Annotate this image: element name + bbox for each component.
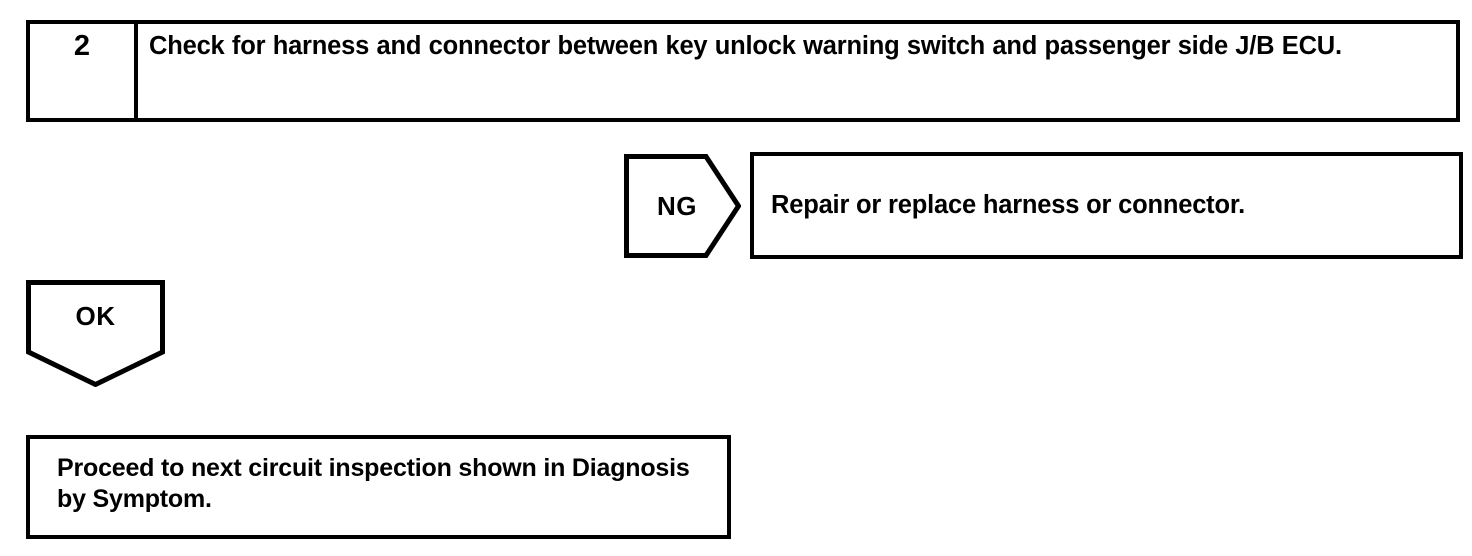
repair-outcome-box: Repair or replace harness or connector.	[750, 152, 1463, 259]
proceed-outcome-box: Proceed to next circuit inspection shown…	[26, 435, 731, 539]
repair-outcome-text: Repair or replace harness or connector.	[771, 191, 1246, 220]
ng-branch-arrow: NG	[624, 154, 741, 258]
ng-label: NG	[657, 190, 697, 221]
step-box: 2 Check for harness and connector betwee…	[26, 20, 1460, 122]
ok-branch-arrow: OK	[26, 280, 165, 387]
step-number: 2	[73, 30, 91, 62]
step-instruction-cell: Check for harness and connector between …	[138, 24, 1456, 118]
step-number-cell: 2	[30, 24, 138, 118]
ok-label: OK	[75, 300, 116, 331]
step-instruction-text: Check for harness and connector between …	[149, 32, 1342, 60]
proceed-outcome-text: Proceed to next circuit inspection shown…	[57, 454, 690, 513]
